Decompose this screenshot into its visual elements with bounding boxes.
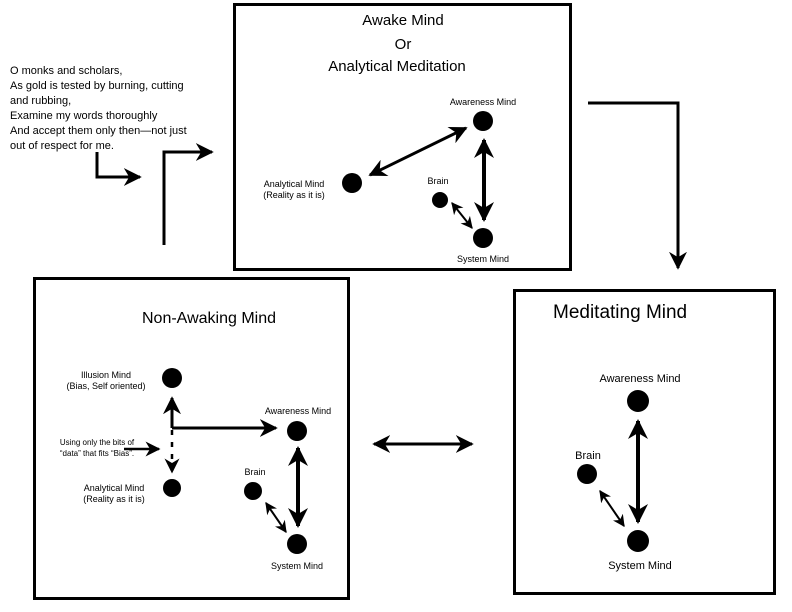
awake-brain-system-arrow <box>451 202 473 229</box>
nonawake-brain-label: Brain <box>244 467 266 477</box>
awake-awareness-label: Awareness Mind <box>449 97 517 107</box>
awake-system-node <box>473 228 493 248</box>
nonawake-illusion-node <box>162 368 182 388</box>
nonawake-system-node <box>287 534 307 554</box>
nonawake-brain-system-arrow <box>265 502 287 533</box>
meditating-title: Meditating Mind <box>553 302 688 323</box>
med-awareness-node <box>627 390 649 412</box>
quote-line: Examine my words thoroughly <box>10 110 158 122</box>
entry-arrow <box>162 143 214 245</box>
quote-line: O monks and scholars, <box>10 65 123 77</box>
nonawake-illusion-label-line2: (Bias, Self oriented) <box>66 381 146 391</box>
quote-line: And accept them only then—not just <box>10 125 187 137</box>
med-system-node <box>627 530 649 552</box>
quote-line: out of respect for me. <box>10 140 114 152</box>
med-system-label: System Mind <box>608 560 672 572</box>
quote-line: As gold is tested by burning, cutting <box>10 80 184 92</box>
awake-brain-label: Brain <box>427 176 449 186</box>
awake-to-meditating-arrow <box>588 101 687 270</box>
nonawake-annotation-line2: “data” that fits “Bias”. <box>59 449 135 458</box>
awake-analytical-label-line2: (Reality as it is) <box>263 190 325 200</box>
nonawake-analytical-node <box>163 479 181 497</box>
nonawake-analytical-label-line2: (Reality as it is) <box>83 494 145 504</box>
nonawake-awareness-label: Awareness Mind <box>264 406 332 416</box>
quote-text: O monks and scholars, As gold is tested … <box>10 64 190 154</box>
quote-line: and rubbing, <box>10 95 72 107</box>
awake-brain-node <box>432 192 448 208</box>
med-brain-node <box>577 464 597 484</box>
med-brain-system-arrow <box>599 490 625 527</box>
awake-system-label: System Mind <box>456 254 509 264</box>
quote-small-arrow <box>95 152 142 186</box>
nonawake-annotation-line1: Using only the bits of <box>59 438 135 447</box>
nonawake-awareness-node <box>287 421 307 441</box>
med-awareness-label: Awareness Mind <box>599 373 681 385</box>
nonawake-illusion-label-line1: Illusion Mind <box>80 370 132 380</box>
awake-analytical-label-line1: Analytical Mind <box>263 179 325 189</box>
awake-title-line3: Analytical Meditation <box>328 58 466 75</box>
awake-title-line1: Awake Mind <box>362 12 444 29</box>
awake-analytical-node <box>342 173 362 193</box>
awake-awareness-node <box>473 111 493 131</box>
nonawake-title: Non-Awaking Mind <box>142 310 276 327</box>
nonawake-analytical-label-line1: Analytical Mind <box>83 483 145 493</box>
awake-awareness-analytical-arrow <box>368 126 468 177</box>
med-brain-label: Brain <box>575 450 601 462</box>
nonawake-system-label: System Mind <box>270 561 323 571</box>
nonawake-brain-node <box>244 482 262 500</box>
awake-title-line2: Or <box>394 36 412 53</box>
